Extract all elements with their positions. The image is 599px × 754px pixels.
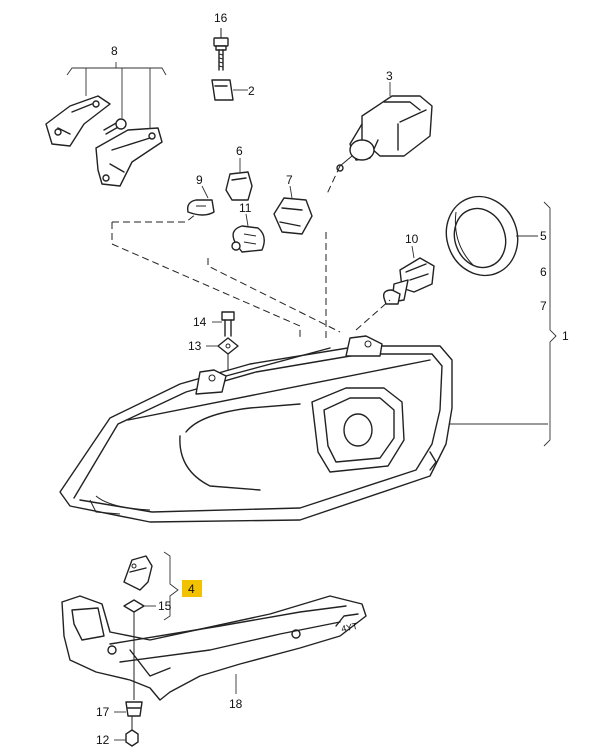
bulb-11-icon [231, 213, 265, 253]
cap-ring-5-icon [445, 195, 538, 277]
assembly-line-e [325, 165, 341, 197]
callout-10: 10 [405, 232, 419, 246]
clip-2-icon [211, 79, 248, 101]
callout-13: 13 [188, 339, 202, 353]
callout-3: 3 [386, 69, 393, 83]
group-bracket-1 [543, 201, 557, 447]
callout-6b: 6 [540, 265, 547, 279]
screw-16-icon [213, 28, 229, 71]
callout-4-highlight [182, 580, 202, 597]
callout-8: 8 [111, 44, 118, 58]
assembly-line-c [207, 258, 341, 333]
bracket-group-8 [45, 62, 167, 187]
bulb-h7-10-icon [355, 245, 435, 331]
callout-1: 1 [562, 329, 569, 343]
headlamp-housing-1-icon [59, 335, 453, 523]
callout-14: 14 [193, 315, 207, 329]
assembly-line-a [112, 213, 197, 223]
assembly-line-b [111, 222, 301, 340]
callout-5: 5 [540, 229, 547, 243]
screw-17-12-icon [114, 612, 143, 747]
group-bracket-4 [163, 551, 179, 621]
bulb-holder-7-icon [273, 185, 313, 235]
callout-18: 18 [229, 697, 243, 711]
carrier-bracket-18-icon: 4YT [61, 595, 367, 701]
adjusting-motor-3-icon [336, 82, 433, 172]
callout-4: 4 [188, 582, 195, 596]
callout-11: 11 [239, 201, 252, 215]
callout-16: 16 [214, 11, 228, 25]
retainer-4-icon [123, 555, 153, 591]
socket-6-icon [225, 158, 253, 201]
callout-2: 2 [248, 84, 255, 98]
callout-15: 15 [158, 599, 172, 613]
svg-text:4YT: 4YT [340, 621, 359, 634]
callout-7: 7 [286, 173, 293, 187]
clip-nut-15-icon [123, 599, 156, 613]
screw-14-icon [212, 311, 235, 337]
callout-7b: 7 [540, 299, 547, 313]
callout-12: 12 [96, 733, 110, 747]
callout-17: 17 [96, 705, 110, 719]
callout-9: 9 [196, 173, 203, 187]
callout-6: 6 [236, 144, 243, 158]
bulb-w5w-9-icon [186, 185, 215, 216]
